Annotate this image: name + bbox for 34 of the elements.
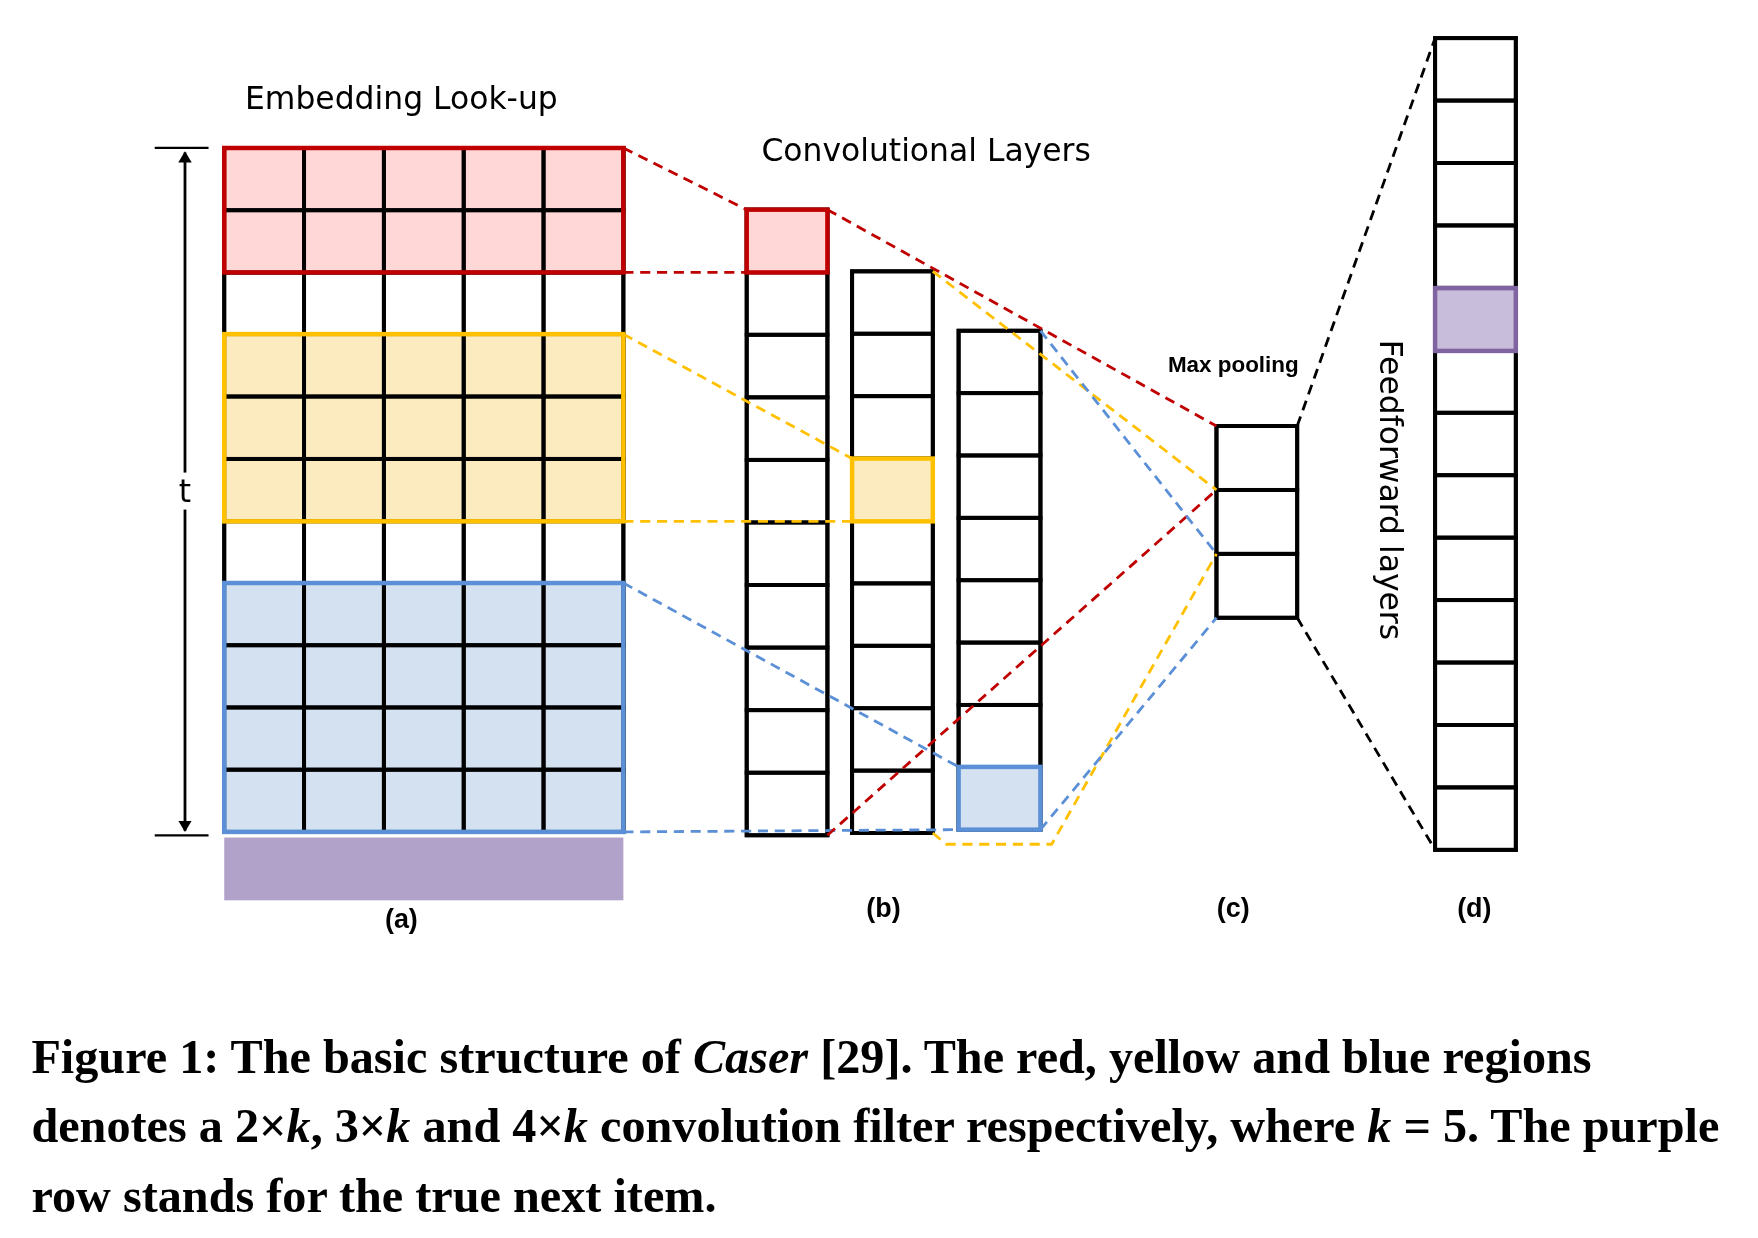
filter-region	[222, 331, 626, 524]
panel-title: Feedforward layers	[1371, 339, 1409, 641]
figure-caption: Figure 1: The basic structure of Caser [29]. The red, yellow and blue regions denotes a 2×k, 3×k and 4×k convolution filter respectively, where k = 5. The purple row stands for the true next item.	[31, 1029, 1721, 1225]
feature-cell	[744, 207, 830, 275]
panel-label: (c)	[1216, 892, 1250, 924]
dashed-line	[622, 581, 960, 769]
feature-map-drawing	[849, 269, 936, 835]
dashed-line	[622, 332, 853, 460]
filter-region	[222, 145, 626, 275]
feature-map-drawing	[956, 328, 1043, 832]
dashed-line	[623, 519, 853, 523]
feature-cell	[849, 456, 936, 524]
dashed-line	[1296, 617, 1437, 851]
hidden-unit-cell	[1432, 285, 1519, 354]
panel-label: (d)	[1457, 892, 1492, 924]
panel-title: Convolutional Layers	[761, 131, 1091, 169]
dashed-line	[623, 271, 747, 274]
panel-title: Max pooling	[1167, 351, 1299, 378]
feature-map-drawing	[744, 207, 830, 838]
dimension-label: t	[178, 472, 192, 510]
dashed-line	[622, 146, 748, 211]
filter-region	[222, 580, 626, 835]
feature-cell	[956, 764, 1043, 832]
dashed-line	[826, 208, 1218, 428]
next-item-row	[224, 837, 624, 901]
dashed-line	[1039, 616, 1218, 831]
panel-label: (b)	[866, 892, 901, 924]
hidden-layer-drawing	[1432, 36, 1519, 852]
panel-label: (a)	[384, 903, 418, 936]
dashed-line	[931, 270, 1218, 492]
panel-title: Embedding Look-up	[245, 80, 558, 118]
pooled-vector-drawing	[1214, 424, 1300, 620]
embedding-matrix-drawing	[222, 145, 626, 835]
dashed-line	[931, 553, 1218, 846]
